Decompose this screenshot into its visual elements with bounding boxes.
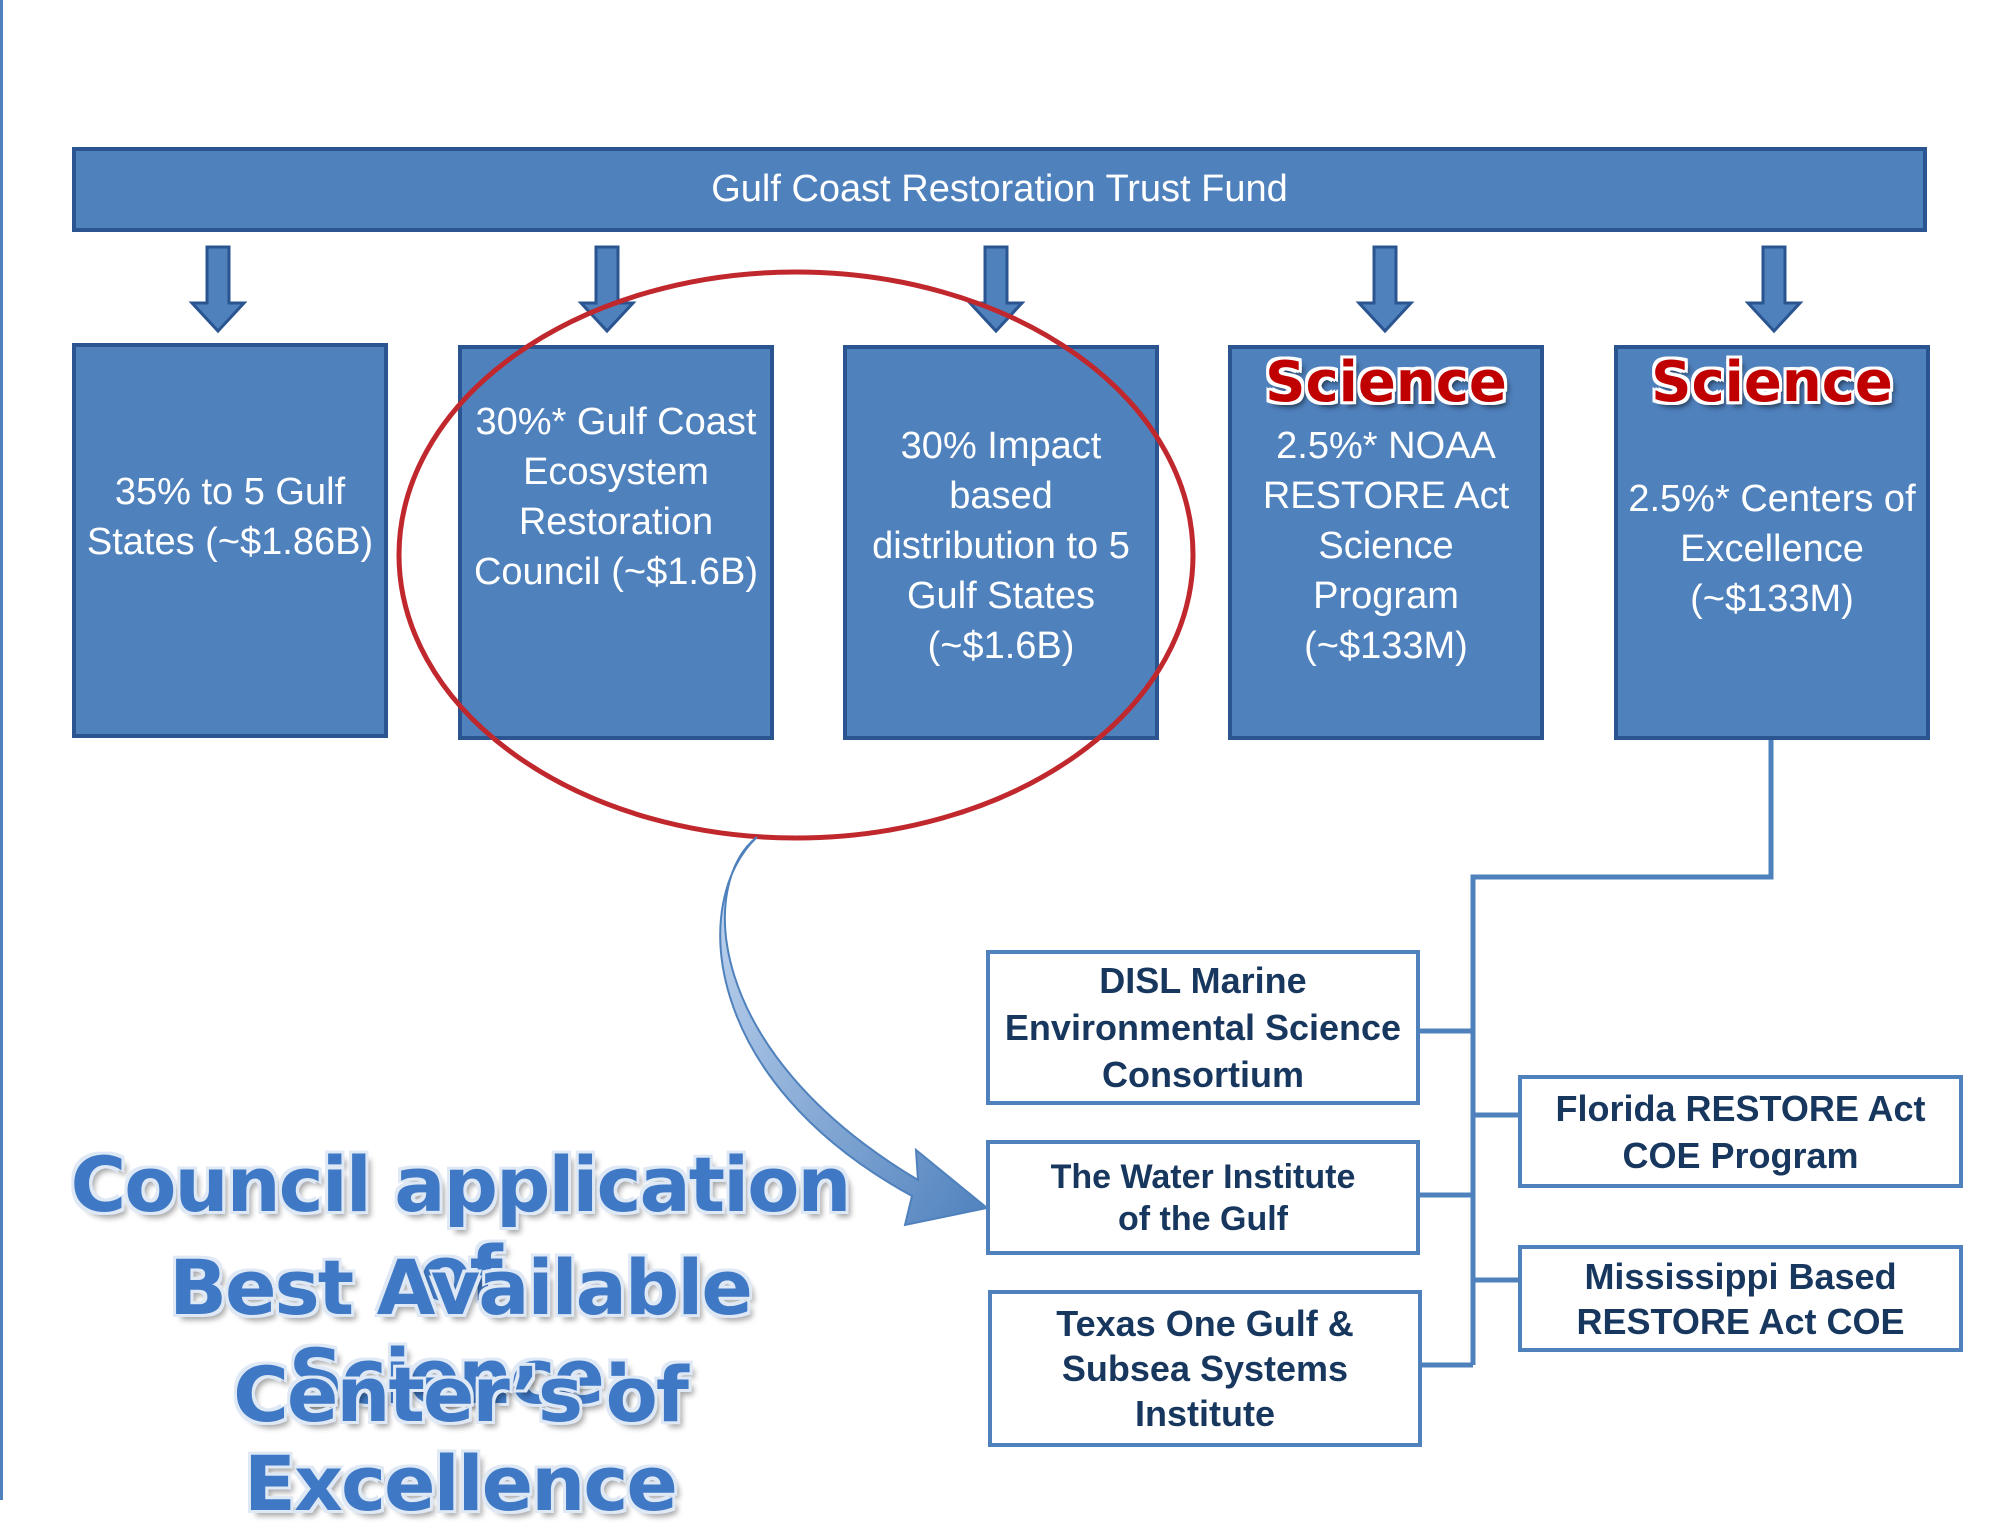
- fund-box-text: 30%* Gulf Coast Ecosystem Restoration Co…: [473, 401, 759, 593]
- fund-box-centers: Science 2.5%* Centers of Excellence (~$1…: [1614, 345, 1930, 740]
- fund-box-states: 35% to 5 Gulf States (~$1.86B): [72, 343, 388, 738]
- fund-box-noaa: Science 2.5%* NOAA RESTORE Act Science P…: [1228, 345, 1544, 740]
- coe-box-text: Florida RESTORE Act COE Program: [1555, 1087, 1926, 1176]
- trust-fund-label: Gulf Coast Restoration Trust Fund: [711, 168, 1288, 210]
- fund-box-council: 30%* Gulf Coast Ecosystem Restoration Co…: [458, 345, 774, 740]
- coe-box-text: DISL Marine Environmental Science Consor…: [1004, 960, 1402, 1095]
- coe-box-disl: DISL Marine Environmental Science Consor…: [986, 950, 1420, 1105]
- centers-trunk-line: [1470, 740, 1774, 1365]
- coe-box-text: Mississippi Based RESTORE Act COE: [1576, 1255, 1905, 1342]
- title-line-1: Council application of: [70, 1140, 851, 1318]
- connector-lines: [1420, 740, 1774, 1368]
- coe-box-florida: Florida RESTORE Act COE Program: [1518, 1075, 1963, 1188]
- title-line-2: Best Available Science:: [169, 1243, 753, 1421]
- down-arrow-icon: [1355, 245, 1415, 334]
- coe-box-text: The Water Institute of the Gulf: [1050, 1157, 1356, 1238]
- science-badge: Science: [1651, 350, 1893, 415]
- highlight-ellipse: [396, 269, 1196, 841]
- fund-box-impact: 30% Impact based distribution to 5 Gulf …: [843, 345, 1159, 740]
- slide-border: [0, 0, 3, 1500]
- down-arrow-icon: [188, 245, 248, 334]
- fund-box-text: 30% Impact based distribution to 5 Gulf …: [872, 425, 1130, 667]
- title-line-3: Center’s of Excellence: [233, 1350, 689, 1528]
- trust-fund-banner: Gulf Coast Restoration Trust Fund: [72, 147, 1927, 232]
- coe-box-text: Texas One Gulf & Subsea Systems Institut…: [1056, 1303, 1354, 1434]
- coe-box-texas: Texas One Gulf & Subsea Systems Institut…: [988, 1290, 1422, 1447]
- coe-box-water-institute: The Water Institute of the Gulf: [986, 1140, 1420, 1255]
- fund-box-text: 35% to 5 Gulf States (~$1.86B): [86, 471, 374, 563]
- science-badge: Science: [1265, 350, 1507, 415]
- fund-box-text: 2.5%* Centers of Excellence (~$133M): [1628, 478, 1916, 620]
- coe-box-mississippi: Mississippi Based RESTORE Act COE: [1518, 1245, 1963, 1352]
- down-arrow-icon: [1744, 245, 1804, 334]
- fund-box-text: 2.5%* NOAA RESTORE Act Science Program (…: [1262, 425, 1510, 667]
